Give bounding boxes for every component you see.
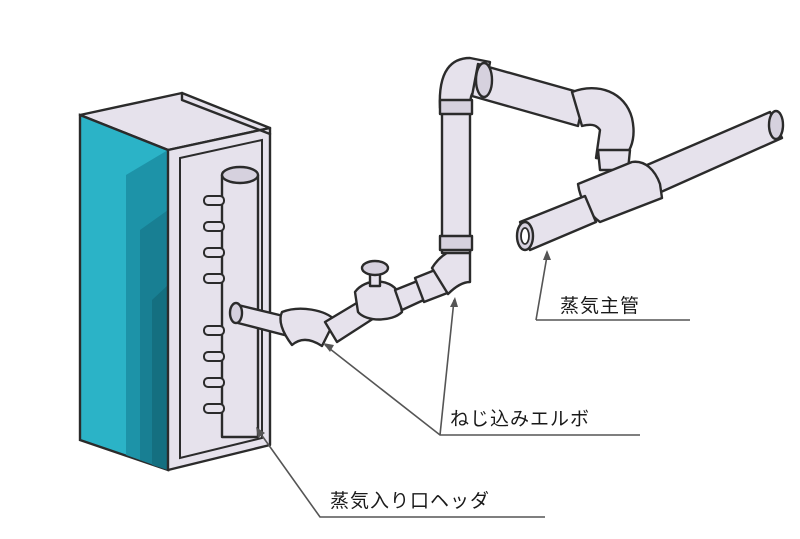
screw-elbow-main [570, 87, 635, 162]
callout-screw-elbow: ねじ込みエルボ [323, 297, 640, 436]
valve-handwheel [360, 259, 390, 277]
callout-steam-main: 蒸気主管 [535, 250, 690, 321]
valve-body [353, 280, 404, 321]
header-tube-stubs [203, 195, 225, 414]
top-run [470, 61, 635, 172]
inlet-header [203, 165, 260, 439]
label-screw-elbow: ねじ込みエルボ [450, 408, 590, 430]
callout-inlet-header: 蒸気入り口ヘッダ [256, 427, 545, 518]
screw-elbow-lower [279, 307, 337, 348]
coil-fin-shading [126, 150, 168, 470]
riser-vertical [440, 103, 472, 255]
label-steam-main: 蒸気主管 [560, 295, 640, 317]
header-cap [220, 165, 260, 185]
screw-elbow-riser-bottom [430, 246, 472, 296]
steam-main-pipe [515, 109, 785, 252]
riser-pipe [413, 56, 492, 304]
label-inlet-header: 蒸気入り口ヘッダ [330, 490, 490, 512]
valve [353, 259, 430, 321]
